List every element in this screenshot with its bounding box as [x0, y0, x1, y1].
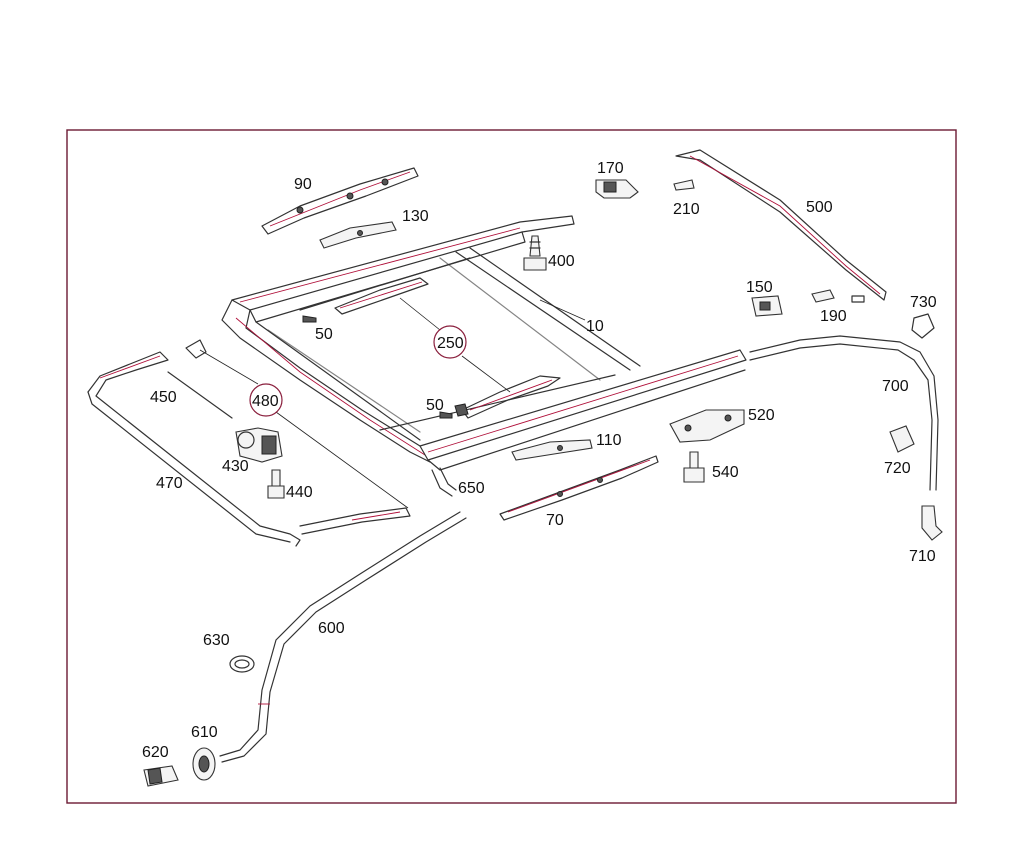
sunroof-frame-part[interactable] — [221, 215, 747, 471]
bolt-540[interactable] — [683, 451, 705, 483]
label-720: 720 — [884, 460, 911, 477]
label-50-bottom: 50 — [426, 397, 444, 414]
bolt-440[interactable] — [267, 469, 285, 499]
clamp-730[interactable] — [911, 313, 935, 339]
clip-190[interactable] — [811, 289, 835, 303]
valve-620[interactable] — [143, 765, 179, 787]
bracket-110[interactable] — [511, 439, 593, 461]
grommet-610[interactable] — [192, 747, 216, 781]
guide-rail-70[interactable] — [499, 455, 659, 521]
label-650: 650 — [458, 480, 485, 497]
label-130: 130 — [402, 208, 429, 225]
label-540: 540 — [712, 464, 739, 481]
clip-210[interactable] — [673, 179, 695, 191]
label-710: 710 — [909, 548, 936, 565]
label-450: 450 — [150, 389, 177, 406]
screw-50-bottom[interactable] — [439, 411, 453, 419]
motor-430[interactable] — [235, 427, 283, 463]
label-730: 730 — [910, 294, 937, 311]
connector-150[interactable] — [751, 295, 783, 317]
sunshade-470[interactable] — [87, 351, 411, 547]
label-210: 210 — [673, 201, 700, 218]
label-70: 70 — [546, 512, 564, 529]
label-50-top: 50 — [315, 326, 333, 343]
label-500: 500 — [806, 199, 833, 216]
label-620: 620 — [142, 744, 169, 761]
label-90: 90 — [294, 176, 312, 193]
label-440: 440 — [286, 484, 313, 501]
label-110: 110 — [596, 432, 622, 449]
guide-rail-90[interactable] — [261, 167, 419, 235]
label-470: 470 — [156, 475, 183, 492]
label-250: 250 — [437, 335, 464, 352]
cable-480-end[interactable] — [185, 339, 207, 359]
clip-720[interactable] — [889, 425, 915, 453]
bracket-130[interactable] — [319, 221, 397, 249]
label-10: 10 — [586, 318, 604, 335]
label-150: 150 — [746, 279, 773, 296]
screw-400[interactable] — [523, 235, 547, 271]
label-520: 520 — [748, 407, 775, 424]
label-600: 600 — [318, 620, 345, 637]
label-190: 190 — [820, 308, 847, 325]
label-630: 630 — [203, 632, 230, 649]
seal-strip-500[interactable] — [675, 149, 887, 303]
bracket-520[interactable] — [669, 409, 745, 443]
clamp-630[interactable] — [229, 655, 255, 673]
label-480: 480 — [252, 393, 279, 410]
part-labels: 10 50 50 70 90 110 130 150 170 190 210 2… — [142, 160, 937, 761]
label-700: 700 — [882, 378, 909, 395]
motor-170[interactable] — [595, 179, 639, 199]
diagram-frame — [66, 129, 957, 804]
drain-hose-700[interactable] — [749, 335, 939, 491]
screw-50-top[interactable] — [302, 315, 317, 323]
elbow-710[interactable] — [921, 505, 943, 541]
hose-650[interactable] — [431, 467, 457, 497]
label-610: 610 — [191, 724, 218, 741]
label-170: 170 — [597, 160, 624, 177]
drain-hose-600[interactable] — [219, 511, 467, 763]
cable-450[interactable] — [167, 371, 233, 419]
label-400: 400 — [548, 253, 575, 270]
label-430: 430 — [222, 458, 249, 475]
